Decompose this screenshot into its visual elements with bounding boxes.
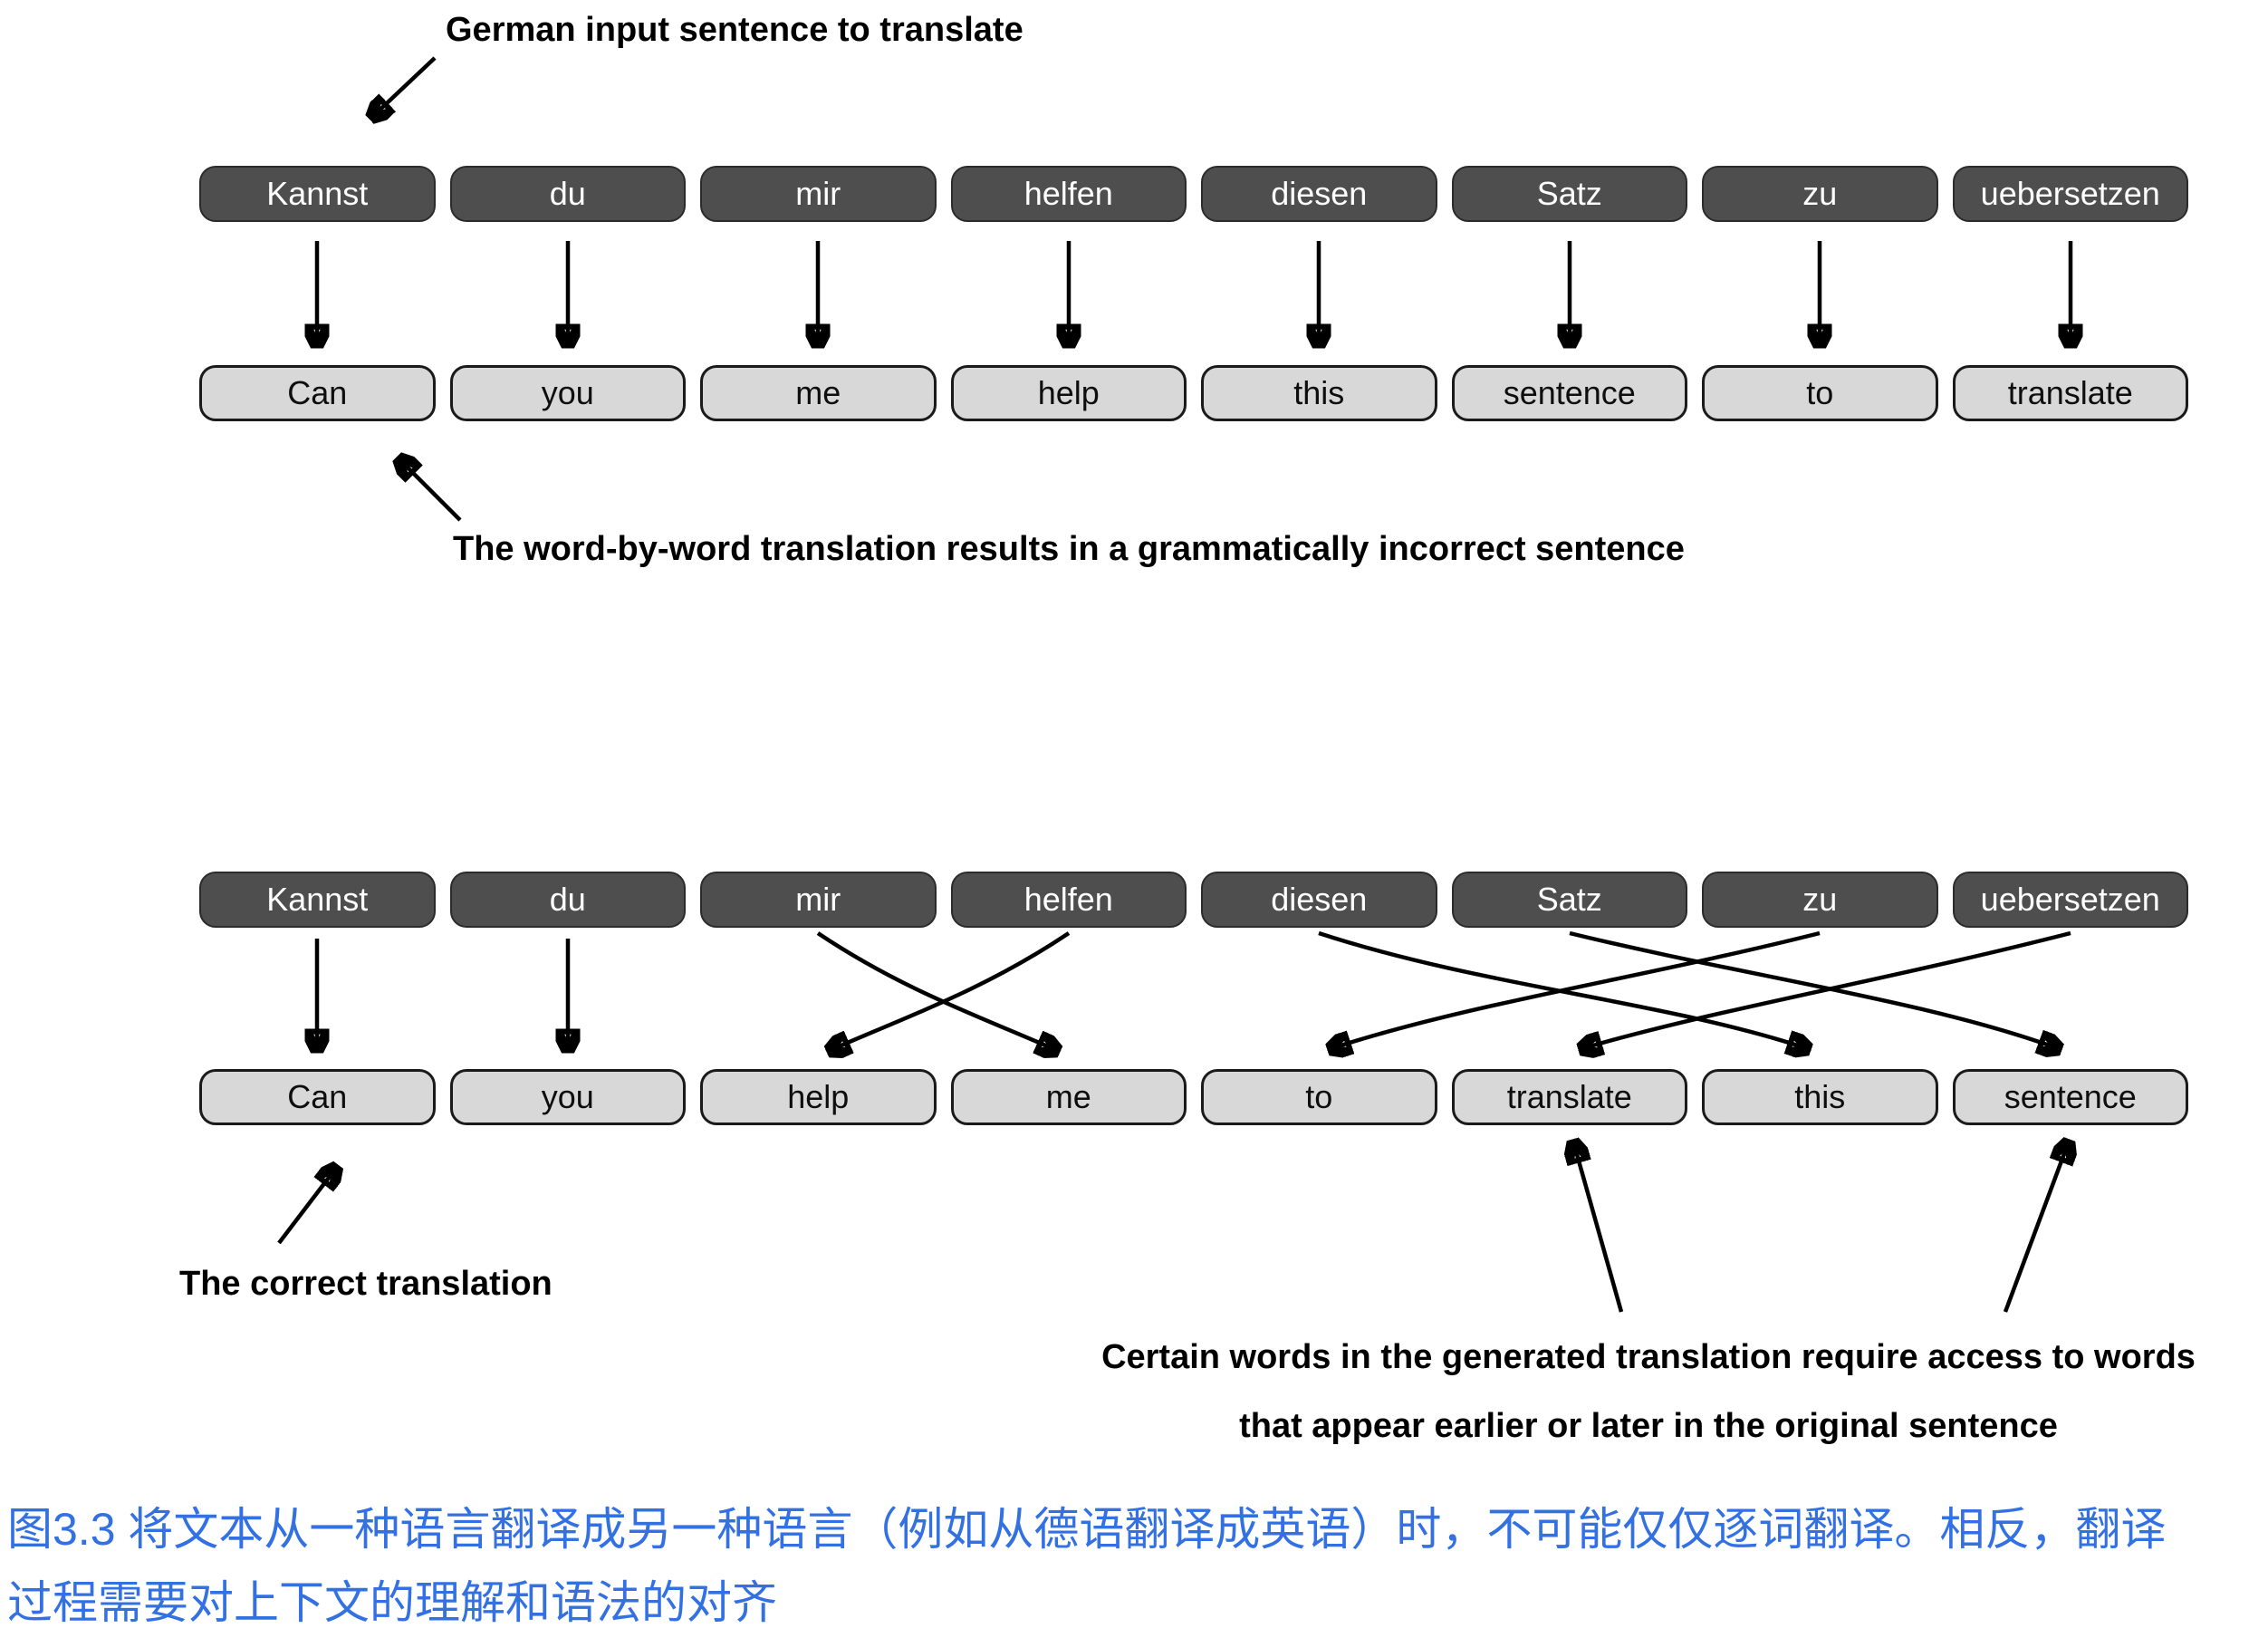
arrow-bottom-mir-me <box>816 931 1058 1051</box>
arrow-input-annotation <box>371 56 437 118</box>
arrow-bottom-uebersetzen-translate <box>1581 930 2071 1049</box>
arrow-bottom-zu-to <box>1330 930 1821 1049</box>
arrow-correct-annotation <box>277 1167 337 1245</box>
english-word-box: this <box>1702 1069 1938 1125</box>
english-word-box: this <box>1201 365 1437 421</box>
english-word-box: sentence <box>1952 1069 2188 1125</box>
arrow-context-translate <box>1573 1142 1624 1313</box>
english-word-box: Can <box>199 365 436 421</box>
german-word-box: du <box>449 872 686 928</box>
german-word-box: diesen <box>1201 166 1437 222</box>
caption-line2: 过程需要对上下文的理解和语法的对齐 <box>7 1577 777 1628</box>
german-sentence-row-top: Kannst du mir helfen diesen Satz zu uebe… <box>199 166 2188 222</box>
german-word-box: zu <box>1702 166 1938 222</box>
annotation-context-access: Certain words in the generated translati… <box>1046 1323 2251 1460</box>
german-word-box: Satz <box>1451 872 1687 928</box>
german-word-box: helfen <box>950 166 1187 222</box>
annotation-wordbyword-incorrect: The word-by-word translation results in … <box>453 530 1685 568</box>
german-word-box: diesen <box>1201 872 1437 928</box>
caption-line1: 图3.3 将文本从一种语言翻译成另一种语言（例如从德语翻译成英语）时，不可能仅仅… <box>7 1504 2167 1555</box>
english-word-box: you <box>449 365 686 421</box>
german-word-box: mir <box>700 166 937 222</box>
english-wordbyword-row: Can you me help this sentence to transla… <box>199 365 2188 421</box>
german-sentence-row-bottom: Kannst du mir helfen diesen Satz zu uebe… <box>199 872 2188 928</box>
german-word-box: Kannst <box>199 166 436 222</box>
english-correct-row: Can you help me to translate this senten… <box>199 1069 2188 1125</box>
english-word-box: translate <box>1451 1069 1687 1125</box>
german-word-box: zu <box>1702 872 1938 928</box>
arrow-incorrect-annotation <box>399 458 462 522</box>
arrow-bottom-helfen-help <box>829 931 1071 1051</box>
english-word-box: me <box>950 1069 1187 1125</box>
arrow-bottom-satz-sentence <box>1569 930 2060 1049</box>
english-word-box: you <box>449 1069 686 1125</box>
german-word-box: uebersetzen <box>1952 872 2188 928</box>
english-word-box: me <box>700 365 937 421</box>
annotation-correct-translation: The correct translation <box>179 1265 553 1303</box>
english-word-box: sentence <box>1451 365 1687 421</box>
german-word-box: helfen <box>950 872 1187 928</box>
english-word-box: translate <box>1952 365 2188 421</box>
english-word-box: to <box>1702 365 1938 421</box>
english-word-box: to <box>1201 1069 1437 1125</box>
figure-caption: 图3.3 将文本从一种语言翻译成另一种语言（例如从德语翻译成英语）时，不可能仅仅… <box>7 1493 2264 1638</box>
annotation-context-line1: Certain words in the generated translati… <box>1101 1338 2196 1376</box>
arrow-context-sentence <box>2003 1142 2069 1313</box>
english-word-box: help <box>700 1069 937 1125</box>
german-word-box: mir <box>700 872 937 928</box>
german-word-box: Kannst <box>199 872 436 928</box>
english-word-box: help <box>950 365 1187 421</box>
german-word-box: du <box>449 166 686 222</box>
arrow-bottom-diesen-this <box>1318 930 1809 1049</box>
english-word-box: Can <box>199 1069 436 1125</box>
annotation-context-line2: that appear earlier or later in the orig… <box>1239 1407 2058 1445</box>
german-word-box: Satz <box>1451 166 1687 222</box>
german-word-box: uebersetzen <box>1952 166 2188 222</box>
annotation-german-input: German input sentence to translate <box>446 11 1023 49</box>
